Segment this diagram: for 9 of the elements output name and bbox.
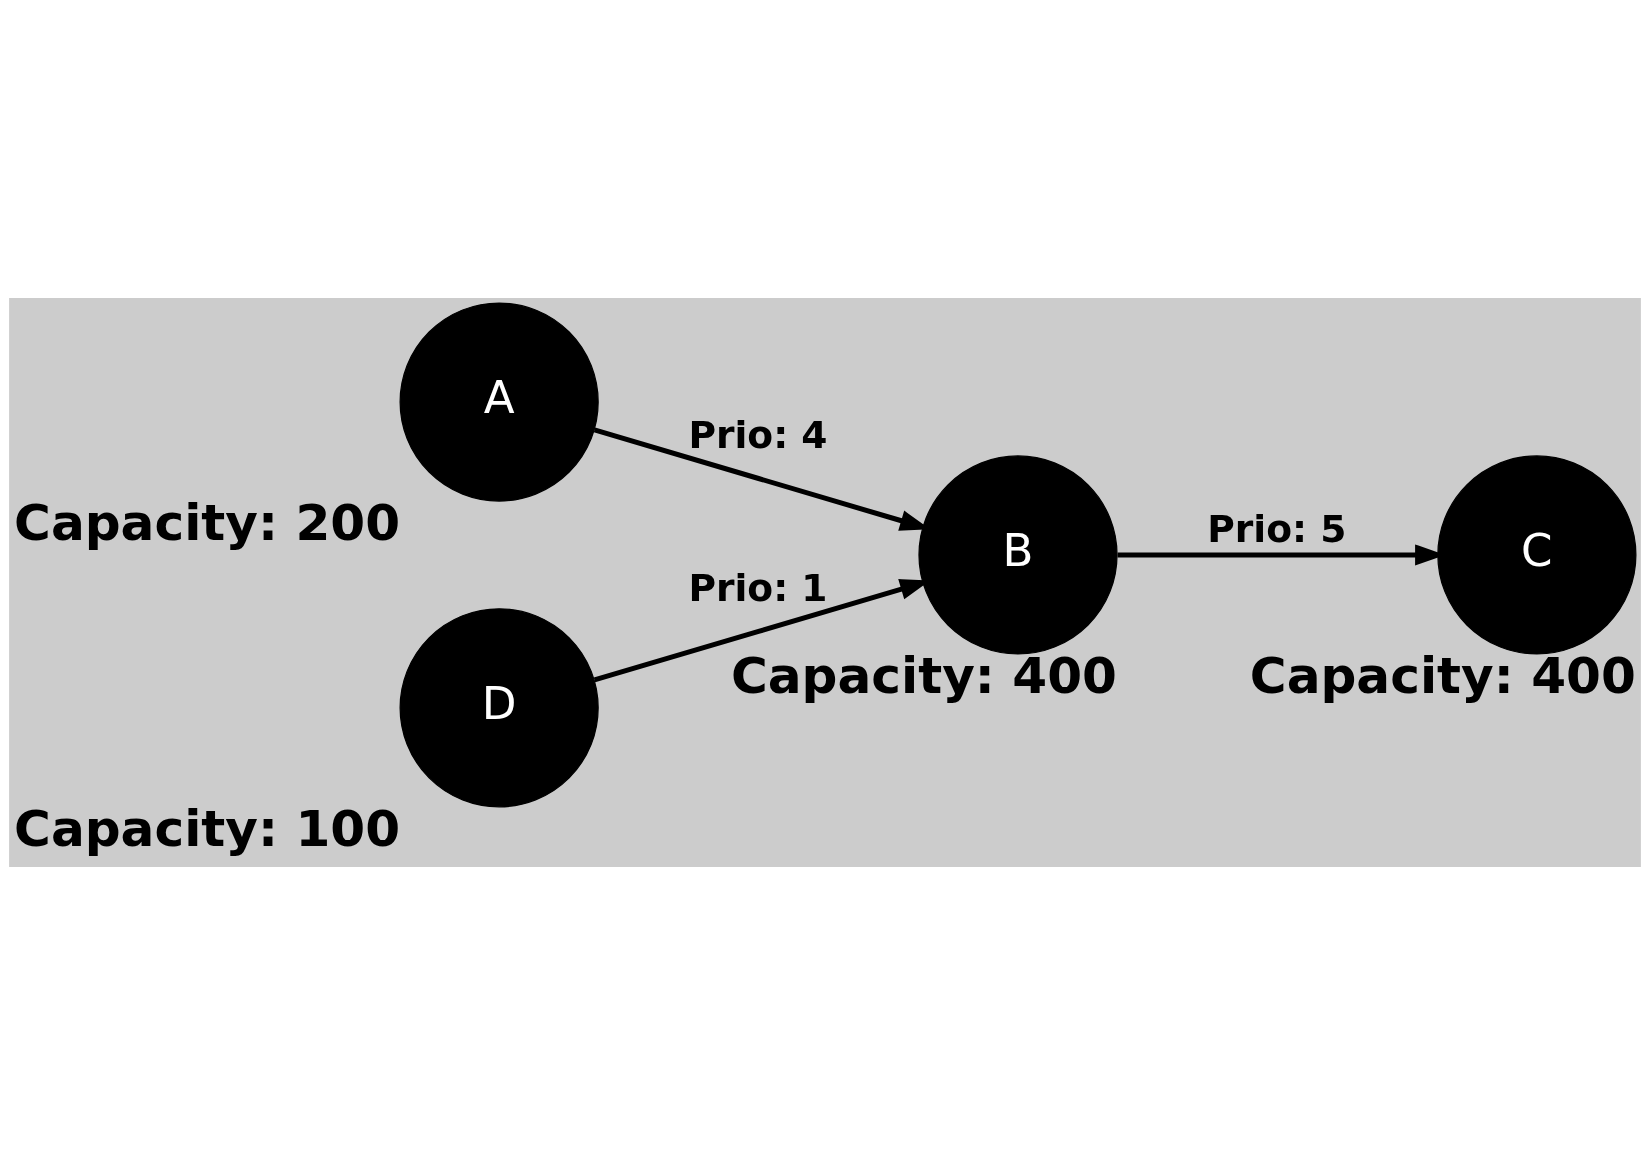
node-circle: A [399, 302, 599, 502]
node-circle: B [918, 455, 1118, 655]
node-label: Capacity: 200 [14, 492, 401, 552]
edge-label: Prio: 1 [688, 566, 828, 611]
node-circle: D [399, 608, 599, 808]
edge-label: Prio: 4 [688, 413, 828, 458]
node-label: Capacity: 100 [14, 798, 401, 858]
node-circle: C [1437, 455, 1637, 655]
edge-label: Prio: 5 [1207, 507, 1347, 552]
